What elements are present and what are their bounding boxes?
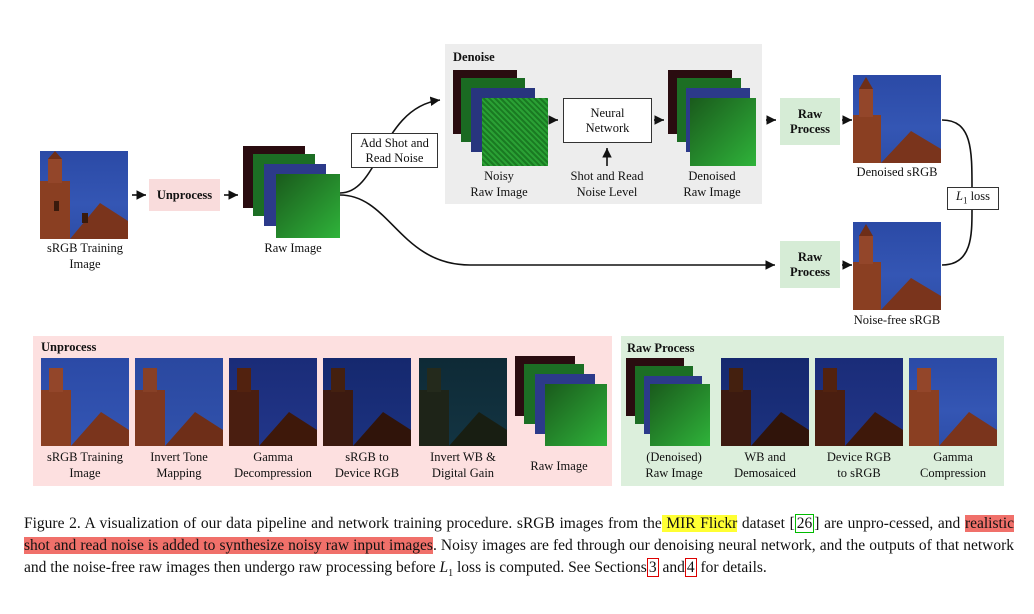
cathedral-image-icon	[40, 151, 128, 239]
rp-step-4-l2: Compression	[920, 466, 986, 480]
denoised-line1: Denoised	[688, 169, 736, 183]
rp-step-4-image	[909, 358, 997, 446]
cathedral-image-icon	[853, 224, 941, 310]
raw-image-label: Raw Image	[264, 241, 322, 255]
noise-level-line2: Noise Level	[576, 185, 638, 199]
up-step-2-l2: Mapping	[156, 466, 202, 480]
add-noise-line2: Read Noise	[365, 150, 424, 165]
raw-process-bottom-line1: Raw	[797, 249, 823, 264]
rp-step-2-l2: Demosaiced	[734, 466, 796, 480]
rp-step-3-l1: Device RGB	[826, 450, 892, 464]
up-step-2-l1: Invert Tone	[150, 450, 208, 464]
raw-process-top-line1: Raw	[797, 106, 823, 121]
caption-ref-26-wrap: [26]	[789, 514, 820, 533]
caption-part-6: and	[658, 559, 685, 576]
loss-L: L	[955, 188, 963, 203]
srgb-training-image	[40, 151, 128, 239]
denoised-raw-label: Denoised Raw Image	[670, 168, 754, 200]
rp-step-1-label: (Denoised) Raw Image	[624, 449, 724, 481]
caption-part-1: Figure 2. A visualization of our data pi…	[24, 515, 662, 532]
rp-step-3-l2: to sRGB	[837, 466, 881, 480]
rp-step-2-l1: WB and	[744, 450, 786, 464]
srgb-training-label: sRGB Training Image	[30, 240, 140, 272]
rp-step-1-l1: (Denoised)	[646, 450, 702, 464]
caption-part-4: . Noisy images are fed through our denoi…	[24, 537, 1014, 576]
rp-step-4-label: Gamma Compression	[901, 449, 1005, 481]
loss-sub: 1	[962, 195, 968, 206]
up-step-4-l2: Device RGB	[334, 466, 400, 480]
up-step-3-image	[229, 358, 317, 446]
up-step-2-image	[135, 358, 223, 446]
up-step-5-label: Invert WB & Digital Gain	[410, 449, 516, 481]
denoised-line2: Raw Image	[683, 185, 741, 199]
caption-ref-26[interactable]: 26	[794, 514, 815, 533]
rp-step-3-label: Device RGB to sRGB	[807, 449, 911, 481]
denoised-srgb-label: Denoised sRGB	[856, 165, 938, 179]
noise-level-line1: Shot and Read	[570, 169, 644, 183]
rp-step-2-label: WB and Demosaiced	[713, 449, 817, 481]
noisefree-srgb-image	[853, 222, 941, 310]
up-step-4-image	[323, 358, 411, 446]
up-step-3-l2: Decompression	[234, 466, 312, 480]
rp-step-1-l2: Raw Image	[645, 466, 703, 480]
up-step-6-label: Raw Image	[530, 459, 588, 473]
neural-network-box: Neural Network	[563, 98, 652, 143]
nn-line1: Neural	[590, 105, 625, 120]
caption-mir-flickr-highlight[interactable]: MIR Flickr	[661, 515, 738, 532]
up-step-3-label: Gamma Decompression	[220, 449, 326, 481]
add-noise-line1: Add Shot and	[360, 135, 429, 150]
caption-part-7: for details.	[696, 559, 767, 576]
l1-loss-box: L1 loss	[947, 187, 999, 210]
caption-sub: 1	[448, 568, 454, 580]
unprocess-button[interactable]: Unprocess	[149, 179, 220, 211]
figure-caption: Figure 2. A visualization of our data pi…	[24, 513, 1015, 585]
noisy-raw-label: Noisy Raw Image	[458, 168, 540, 200]
raw-process-top-line2: Process	[789, 121, 831, 136]
up-step-5-image	[419, 358, 507, 446]
raw-process-button-bottom[interactable]: Raw Process	[780, 241, 840, 288]
up-step-3-l1: Gamma	[253, 450, 293, 464]
up-step-1-l1: sRGB Training	[46, 450, 124, 464]
caption-part-5: loss is computed. See Sections	[453, 559, 647, 576]
caption-L: L	[439, 559, 449, 576]
denoised-srgb-image	[853, 75, 941, 163]
up-step-4-label: sRGB to Device RGB	[314, 449, 420, 481]
nn-line2: Network	[585, 120, 630, 135]
noisy-line1: Noisy	[484, 169, 514, 183]
noisefree-srgb-label: Noise-free sRGB	[853, 313, 941, 327]
raw-process-bottom-line2: Process	[789, 264, 831, 279]
raw-process-panel-title: Raw Process	[627, 341, 695, 355]
srgb-label-line1: sRGB Training	[46, 241, 124, 255]
up-step-2-label: Invert Tone Mapping	[126, 449, 232, 481]
up-step-1-l2: Image	[69, 466, 101, 480]
up-step-1-label: sRGB Training Image	[30, 449, 140, 481]
rp-step-3-image	[815, 358, 903, 446]
noise-level-label: Shot and Read Noise Level	[556, 168, 658, 200]
noisy-line2: Raw Image	[470, 185, 528, 199]
add-noise-box: Add Shot and Read Noise	[351, 133, 438, 168]
caption-ref-4[interactable]: 4	[684, 558, 697, 577]
caption-part-3: are unpro-cessed, and	[819, 515, 965, 532]
up-step-5-l2: Digital Gain	[431, 466, 495, 480]
rp-step-4-l1: Gamma	[933, 450, 973, 464]
up-step-1-image	[41, 358, 129, 446]
raw-process-button-top[interactable]: Raw Process	[780, 98, 840, 145]
up-step-4-l1: sRGB to	[345, 450, 389, 464]
unprocess-panel-title: Unprocess	[41, 340, 97, 354]
cathedral-image-icon	[853, 77, 941, 163]
up-step-5-l1: Invert WB &	[430, 450, 496, 464]
caption-ref-3[interactable]: 3	[646, 558, 659, 577]
rp-step-2-image	[721, 358, 809, 446]
srgb-label-line2: Image	[69, 257, 101, 271]
denoise-title: Denoise	[453, 50, 495, 64]
loss-word: loss	[967, 188, 991, 203]
caption-part-2: dataset	[737, 515, 790, 532]
